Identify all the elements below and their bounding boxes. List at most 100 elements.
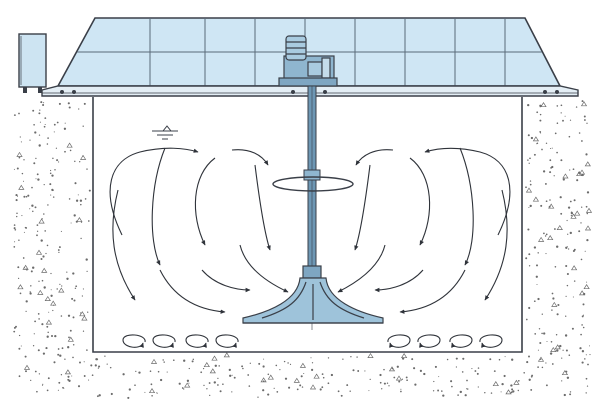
soil-speck xyxy=(504,356,506,358)
soil-speck xyxy=(188,367,190,370)
soil-speck xyxy=(50,334,54,338)
soil-aggregate xyxy=(23,364,31,370)
soil-speck xyxy=(337,390,340,393)
soil-speck xyxy=(29,291,31,293)
soil-speck xyxy=(128,397,130,399)
soil-speck xyxy=(16,215,18,218)
soil-speck xyxy=(86,168,88,170)
soil-speck xyxy=(566,219,568,222)
soil-speck xyxy=(327,382,330,385)
soil-speck xyxy=(528,265,531,267)
soil-speck xyxy=(162,359,164,361)
soil-speck xyxy=(411,358,414,361)
soil-speck xyxy=(59,354,62,357)
soil-speck xyxy=(75,199,79,202)
soil-speck xyxy=(206,388,208,390)
soil-aggregate xyxy=(492,381,499,387)
soil-aggregate xyxy=(583,284,590,290)
soil-speck xyxy=(284,377,288,380)
soil-speck xyxy=(500,391,502,393)
soil-speck xyxy=(43,183,45,186)
soil-speck xyxy=(528,306,531,310)
soil-speck xyxy=(82,288,84,290)
soil-speck xyxy=(35,157,37,160)
soil-speck xyxy=(78,108,80,110)
soil-speck xyxy=(13,114,16,117)
soil-speck xyxy=(529,183,532,186)
soil-speck xyxy=(540,204,543,207)
soil-speck xyxy=(66,277,69,280)
soil-speck xyxy=(393,376,396,379)
soil-speck xyxy=(585,392,587,394)
soil-speck xyxy=(477,386,479,388)
soil-speck xyxy=(464,394,467,397)
soil-speck xyxy=(58,102,61,105)
soil-speck xyxy=(457,394,459,396)
soil-speck xyxy=(557,303,560,307)
soil-speck xyxy=(104,355,106,357)
soil-speck xyxy=(541,366,544,369)
soil-speck xyxy=(217,377,219,380)
soil-speck xyxy=(530,388,533,391)
soil-speck xyxy=(20,141,22,143)
soil-speck xyxy=(433,380,435,383)
soil-speck xyxy=(567,233,569,235)
soil-speck xyxy=(43,213,45,215)
soil-speck xyxy=(437,389,440,392)
soil-speck xyxy=(569,393,572,396)
soil-speck xyxy=(556,313,559,316)
soil-aggregate xyxy=(16,151,23,157)
soil-speck xyxy=(47,204,49,206)
soil-aggregate xyxy=(37,289,44,295)
soil-speck xyxy=(67,375,70,378)
soil-speck xyxy=(543,232,545,235)
soil-speck xyxy=(128,388,131,391)
soil-speck xyxy=(379,373,382,377)
soil-speck xyxy=(29,139,31,141)
soil-speck xyxy=(455,366,458,368)
soil-speck xyxy=(67,346,70,349)
soil-speck xyxy=(528,162,530,164)
soil-speck xyxy=(580,258,583,261)
soil-speck xyxy=(82,125,84,127)
soil-speck xyxy=(405,376,408,379)
soil-speck xyxy=(249,362,251,364)
soil-speck xyxy=(42,103,45,107)
soil-speck xyxy=(553,228,556,230)
soil-speck xyxy=(16,195,19,197)
soil-speck xyxy=(258,362,261,365)
soil-speck xyxy=(217,384,219,386)
soil-speck xyxy=(181,387,184,389)
soil-speck xyxy=(37,313,40,315)
soil-speck xyxy=(586,281,588,283)
eddy-arrow xyxy=(417,334,441,348)
soil-speck xyxy=(476,372,479,375)
soil-speck xyxy=(564,115,566,117)
soil-speck xyxy=(25,268,27,270)
soil-speck xyxy=(34,370,37,373)
soil-speck xyxy=(262,380,265,382)
soil-speck xyxy=(37,178,40,181)
soil-aggregate xyxy=(505,389,512,395)
soil-speck xyxy=(556,105,559,107)
soil-speck xyxy=(565,349,568,352)
soil-speck xyxy=(32,266,35,269)
soil-speck xyxy=(86,270,88,273)
soil-speck xyxy=(379,381,382,384)
soil-aggregate xyxy=(540,102,547,108)
soil-speck xyxy=(20,345,22,347)
soil-speck xyxy=(441,390,443,392)
soil-speck xyxy=(56,288,58,290)
soil-aggregate xyxy=(537,236,545,242)
soil-speck xyxy=(586,385,589,387)
soil-speck xyxy=(202,368,205,370)
eddy-arrow xyxy=(479,334,503,348)
soil-speck xyxy=(566,272,569,276)
soil-speck xyxy=(83,361,85,363)
soil-speck xyxy=(517,389,519,392)
soil-speck xyxy=(80,237,82,240)
soil-speck xyxy=(75,285,78,288)
soil-speck xyxy=(38,318,40,320)
soil-aggregate xyxy=(585,207,593,213)
